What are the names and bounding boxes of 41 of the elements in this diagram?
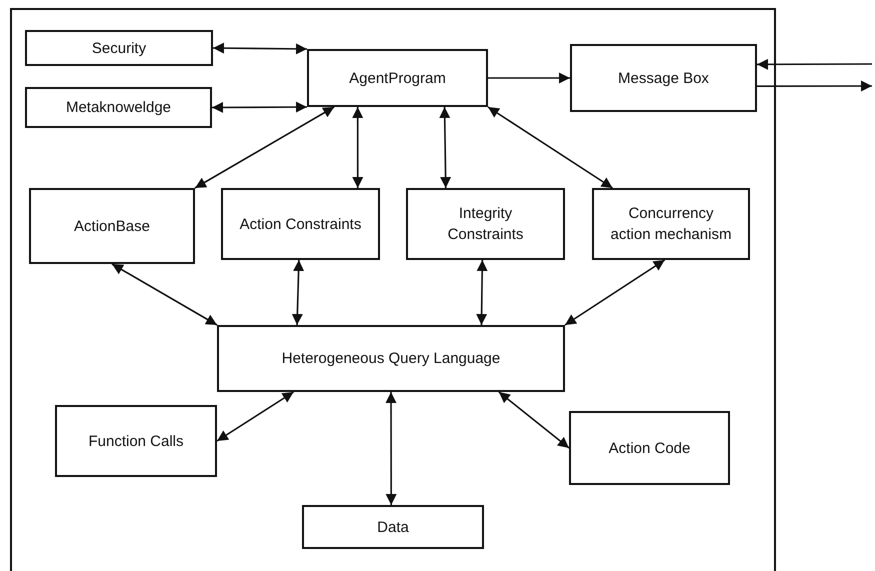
box-label: Data xyxy=(377,518,409,538)
box-label: Message Box xyxy=(618,68,709,88)
arrow xyxy=(439,106,452,188)
process-box xyxy=(592,188,750,260)
process-box xyxy=(25,30,213,66)
arrow xyxy=(213,42,307,54)
box-label: Concurrency action mechanism xyxy=(610,204,732,245)
arrow xyxy=(194,106,335,189)
box-label: ActionBase xyxy=(74,216,150,236)
arrow xyxy=(476,260,488,326)
arrow xyxy=(386,392,397,505)
arrow xyxy=(757,58,872,70)
box-label: Integrity Constraints xyxy=(446,204,524,245)
process-box xyxy=(25,87,212,128)
arrow xyxy=(498,391,570,449)
box-label: AgentProgram xyxy=(349,68,446,88)
arrow xyxy=(112,263,218,326)
process-box xyxy=(221,188,380,260)
box-label: Metaknoweldge xyxy=(66,98,172,118)
box-label: Function Calls xyxy=(88,432,184,452)
box-label: Action Code xyxy=(608,438,690,458)
process-box xyxy=(307,49,488,107)
process-box xyxy=(29,188,195,264)
arrow xyxy=(488,72,570,84)
arrow xyxy=(216,391,294,442)
arrow xyxy=(757,80,872,92)
arrow xyxy=(352,107,364,188)
process-box xyxy=(302,505,484,549)
arrow xyxy=(292,260,304,326)
box-label: Security xyxy=(92,38,146,58)
process-box xyxy=(217,325,565,392)
process-box xyxy=(406,188,565,260)
frame-box xyxy=(10,8,776,571)
arrow xyxy=(564,259,666,326)
arrow xyxy=(488,106,613,189)
box-label: Heterogeneous Query Language xyxy=(282,349,500,369)
process-box xyxy=(570,44,757,112)
box-label: Action Constraints xyxy=(240,214,362,234)
process-box xyxy=(569,411,730,485)
arrow xyxy=(212,102,307,113)
process-box xyxy=(55,405,217,477)
